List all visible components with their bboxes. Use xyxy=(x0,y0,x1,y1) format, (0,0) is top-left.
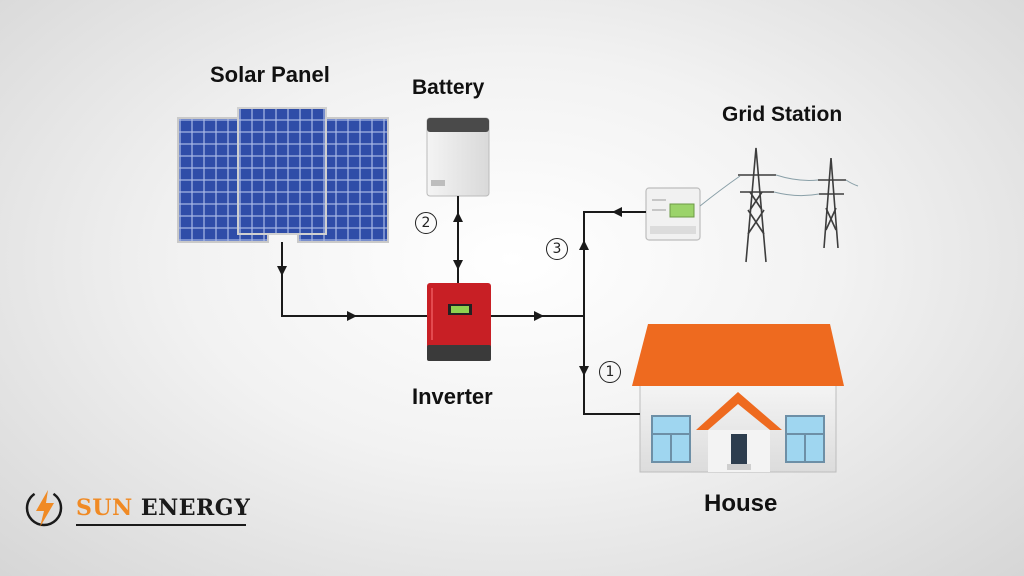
brand-word-energy: ENERGY xyxy=(140,495,251,521)
arrow-right-icon xyxy=(347,311,357,321)
arrow-down-icon xyxy=(277,266,287,276)
junction-to-meter-line xyxy=(583,211,646,316)
battery-label: Battery xyxy=(412,76,485,99)
junction-to-house-line xyxy=(583,316,640,415)
house xyxy=(632,324,844,473)
solar-panel-center xyxy=(237,107,327,235)
brand-word-sun: SUN xyxy=(76,495,133,521)
arrow-down-icon xyxy=(579,366,589,376)
arrow-right-icon xyxy=(534,311,544,321)
solar-panel-label: Solar Panel xyxy=(210,62,330,87)
transmission-towers xyxy=(699,147,859,263)
step-3-marker: 3 xyxy=(546,238,568,260)
arrow-left-icon xyxy=(612,207,622,217)
step-2-marker: 2 xyxy=(415,212,437,234)
battery-unit xyxy=(426,117,490,197)
flow-arrows xyxy=(277,207,622,376)
inverter-label: Inverter xyxy=(412,384,493,409)
inverter-unit xyxy=(427,283,491,361)
arrow-up-icon xyxy=(453,212,463,222)
sun-energy-logo-icon xyxy=(25,489,63,527)
panel-to-inverter-line xyxy=(281,242,427,317)
solar-panel-array xyxy=(177,107,389,243)
house-label: House xyxy=(704,490,778,517)
step-1-marker: 1 xyxy=(599,361,621,383)
electric-meter xyxy=(645,187,701,241)
arrow-up-icon xyxy=(579,240,589,250)
brand-name: SUN ENERGY xyxy=(76,495,250,521)
grid-station-label: Grid Station xyxy=(722,103,843,126)
arrow-down-icon xyxy=(453,260,463,270)
brand-underline xyxy=(76,524,246,526)
